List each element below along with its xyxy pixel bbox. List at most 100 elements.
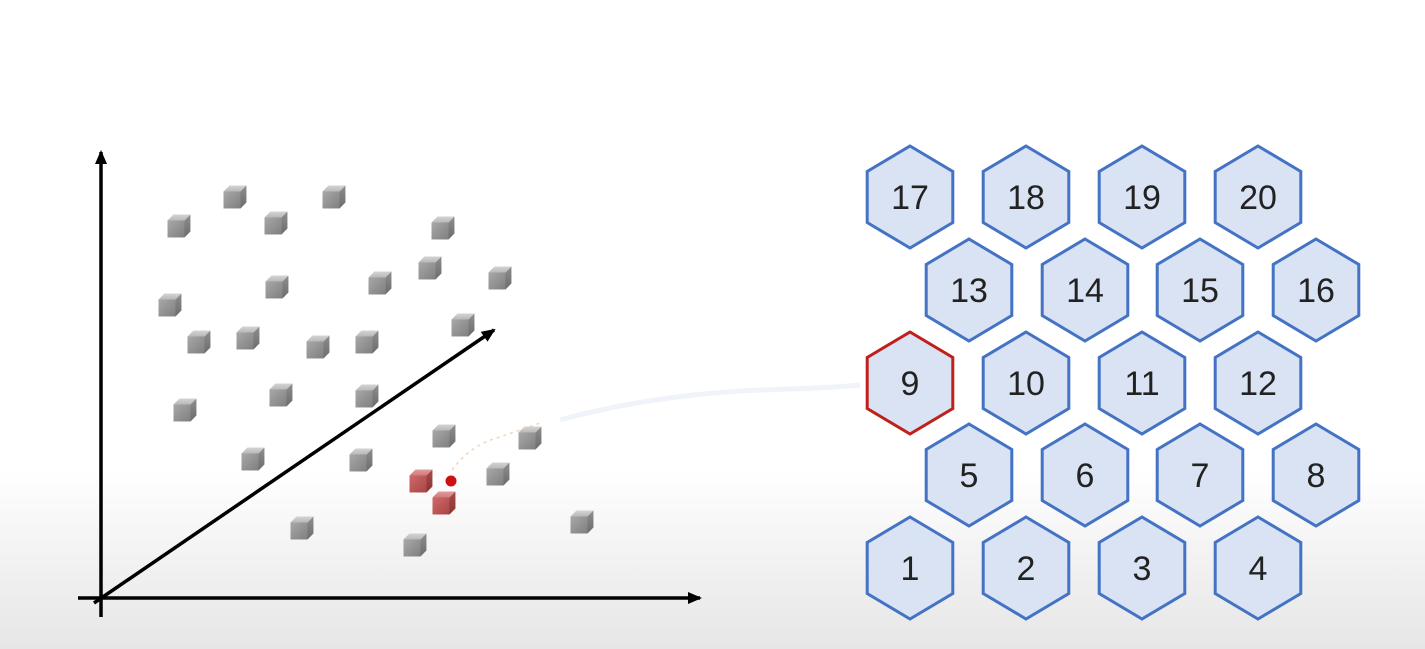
cube-face: [486, 462, 510, 469]
cube-face: [282, 275, 289, 299]
data-cube: [264, 211, 288, 235]
hex-node-label: 7: [1191, 457, 1210, 495]
hex-node-label: 19: [1123, 179, 1161, 217]
data-cube: [355, 330, 379, 354]
hex-cell: [1040, 237, 1130, 343]
data-cube: [368, 271, 392, 295]
cube-face: [451, 319, 469, 337]
cube-face: [503, 462, 510, 486]
data-cube: [322, 185, 346, 209]
hex-node-label: 2: [1017, 550, 1036, 588]
cube-face: [432, 430, 450, 448]
som-node: 15: [1155, 237, 1245, 343]
hex-node-label: 6: [1076, 457, 1095, 495]
data-cube: [290, 516, 314, 540]
hex-node-label: 10: [1007, 365, 1045, 403]
cube-face: [366, 448, 373, 472]
hex-node-label: 1: [901, 550, 920, 588]
cube-face: [403, 533, 427, 540]
cube-face: [355, 384, 379, 391]
hex-cell: [924, 237, 1014, 343]
som-node: 12: [1213, 330, 1303, 436]
cube-face: [449, 491, 456, 515]
cube-face: [349, 454, 367, 472]
hex-node-label: 20: [1239, 179, 1277, 217]
hex-node-label: 18: [1007, 179, 1045, 217]
hex-cell: [981, 144, 1071, 250]
data-cube: [432, 424, 456, 448]
connection-trail: [559, 382, 861, 423]
data-cube: [418, 256, 442, 280]
hex-node-label: 14: [1066, 272, 1104, 310]
som-node: 8: [1271, 422, 1361, 528]
cube-face: [409, 469, 433, 476]
som-node: 20: [1213, 144, 1303, 250]
data-cube: [241, 447, 265, 471]
highlighted-cube: [432, 491, 456, 515]
data-cube: [158, 293, 182, 317]
cube-face: [355, 336, 373, 354]
cube-face: [187, 330, 211, 337]
som-node: 19: [1097, 144, 1187, 250]
cube-face: [306, 341, 324, 359]
data-cube: [451, 313, 475, 337]
hex-node-label: 11: [1124, 365, 1159, 403]
cube-face: [223, 191, 241, 209]
cube-face: [173, 404, 191, 422]
hex-cell: [1271, 237, 1361, 343]
hex-cell: [1040, 422, 1130, 528]
cube-face: [187, 336, 205, 354]
data-cube: [488, 266, 512, 290]
sample-point: [445, 475, 457, 487]
data-cube: [187, 330, 211, 354]
hex-node-label: 3: [1133, 550, 1152, 588]
som-node: 13: [924, 237, 1014, 343]
cube-face: [306, 335, 330, 342]
cube-face: [281, 211, 288, 235]
cube-face: [587, 510, 594, 534]
hex-cell: [981, 515, 1071, 621]
som-node: 5: [924, 422, 1014, 528]
hex-node-label: 17: [891, 179, 929, 217]
cube-face: [431, 222, 449, 240]
cube-face: [488, 272, 506, 290]
cube-face: [349, 448, 373, 455]
cube-face: [449, 424, 456, 448]
som-node: 6: [1040, 422, 1130, 528]
cube-face: [167, 214, 191, 221]
cube-face: [264, 211, 288, 218]
cube-face: [204, 330, 211, 354]
hex-cell: [865, 144, 955, 250]
cube-face: [175, 293, 182, 317]
cube-face: [355, 330, 379, 337]
cube-face: [368, 271, 392, 278]
cube-face: [535, 426, 542, 450]
cube-face: [418, 262, 436, 280]
hex-cell: [1213, 144, 1303, 250]
cube-face: [236, 332, 254, 350]
hex-cell: [1155, 237, 1245, 343]
cube-face: [409, 475, 427, 493]
hex-node-label: 12: [1239, 365, 1277, 403]
cube-face: [241, 447, 265, 454]
cube-face: [451, 313, 475, 320]
cube-face: [368, 277, 386, 295]
cube-face: [448, 216, 455, 240]
hex-node-label: 15: [1181, 272, 1219, 310]
som-node: 4: [1213, 515, 1303, 621]
cube-face: [488, 266, 512, 273]
hex-cell: [865, 330, 955, 436]
hex-cell: [1213, 330, 1303, 436]
z-axis: [93, 328, 496, 605]
som-node: 3: [1097, 515, 1187, 621]
data-cube: [269, 383, 293, 407]
cube-face: [322, 185, 346, 192]
data-cube: [265, 275, 289, 299]
data-cube: [167, 214, 191, 238]
som-node: 16: [1271, 237, 1361, 343]
cube-face: [269, 383, 293, 390]
hex-cell: [1271, 422, 1361, 528]
cube-face: [432, 497, 450, 515]
axes: [78, 150, 702, 617]
